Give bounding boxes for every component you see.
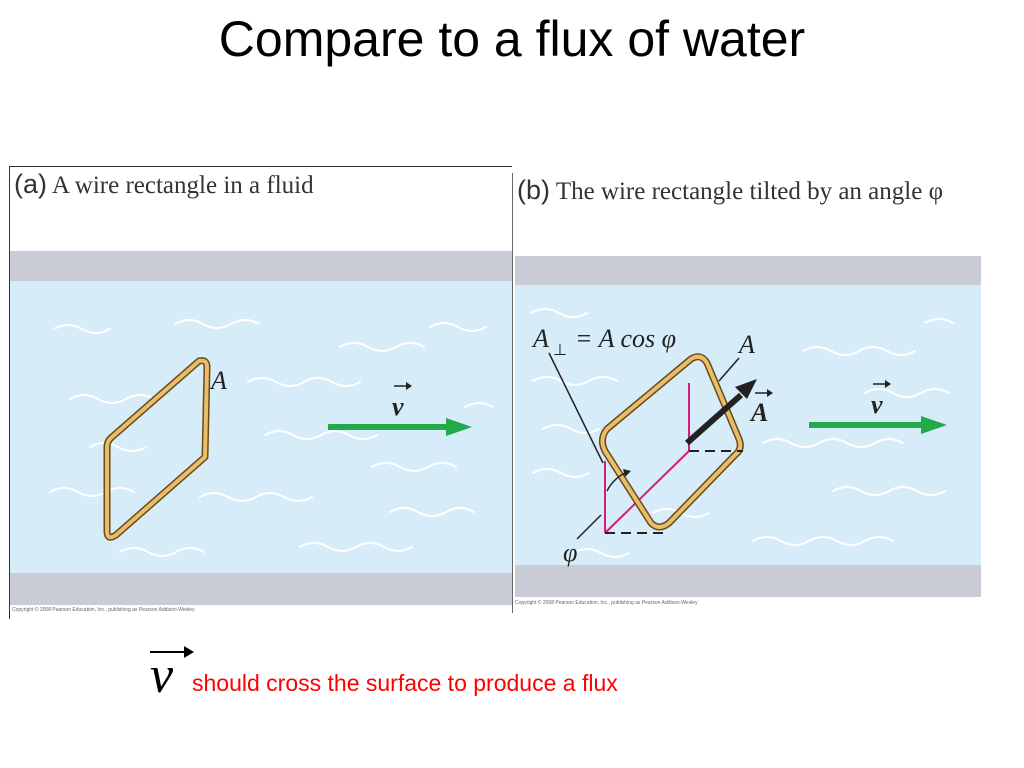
panel-b-leader-angle	[576, 514, 602, 540]
panel-b-flow-lines	[530, 308, 954, 558]
panel-a-part-label: (a)	[14, 169, 47, 199]
panel-a-velocity-label: v	[392, 392, 404, 421]
slide-title: Compare to a flux of water	[218, 11, 806, 67]
panel-a: (a) A wire rectangle in a fluid A	[9, 166, 512, 619]
panel-b-angle-label: φ	[563, 538, 577, 567]
panel-a-top-band	[10, 251, 512, 281]
panel-a-bottom-band	[10, 573, 512, 605]
panel-a-caption-row: (a) A wire rectangle in a fluid	[14, 169, 314, 200]
panel-b-caption-row: (b) The wire rectangle tilted by an angl…	[517, 175, 943, 206]
panel-a-diagram: A v	[10, 251, 512, 605]
footnote-vector-letter: v	[150, 647, 174, 700]
panel-a-copyright: Copyright © 2008 Pearson Education, Inc.…	[12, 607, 195, 613]
panel-b-part-label: (b)	[517, 175, 550, 205]
panel-a-velocity-vector-arrow-head	[406, 382, 412, 390]
panel-b-area-label: A	[737, 330, 755, 359]
panel-b-copyright: Copyright © 2008 Pearson Education, Inc.…	[515, 600, 698, 606]
panel-a-caption: A wire rectangle in a fluid	[51, 172, 314, 199]
panel-b-diagram: A ⊥ = A cos φ A A v φ	[515, 256, 981, 597]
panel-b-area-vector-head	[735, 379, 757, 399]
panel-a-area-label: A	[209, 366, 227, 395]
panel-a-velocity-arrow-head	[446, 418, 472, 436]
panel-b-leader-perp	[548, 352, 604, 464]
panel-b-perp-sub: ⊥	[553, 342, 567, 359]
panel-b-angle-arc	[606, 472, 626, 492]
panel-b-velocity-arrow-head	[921, 416, 947, 434]
panel-b-perp-lhs: A	[531, 324, 549, 353]
panel-b-area-vector-shaft	[685, 392, 743, 446]
footnote-vector-symbol: v	[150, 646, 194, 700]
panel-b-area-vector-label-arrow-head	[767, 389, 773, 397]
panel-b-area-vector-label: A	[749, 398, 768, 427]
panel-a-flow-lines	[49, 319, 494, 557]
panel-b-caption: The wire rectangle tilted by an angle φ	[555, 178, 943, 205]
panel-b-wire-rectangle	[600, 354, 743, 529]
panel-b-bottom-band	[515, 565, 981, 597]
panel-a-wire-rectangle	[105, 358, 209, 540]
footnote-text: should cross the surface to produce a fl…	[192, 670, 618, 696]
panel-b-perp-rhs: = A cos φ	[575, 324, 676, 353]
panel-b-velocity-label: v	[871, 390, 883, 419]
panel-b: (b) The wire rectangle tilted by an angl…	[512, 173, 1024, 613]
panel-b-top-band	[515, 256, 981, 285]
panel-b-angle-arc-head	[623, 469, 631, 477]
panel-b-leader-area	[718, 357, 740, 382]
panel-b-velocity-label-arrow-head	[885, 380, 891, 388]
